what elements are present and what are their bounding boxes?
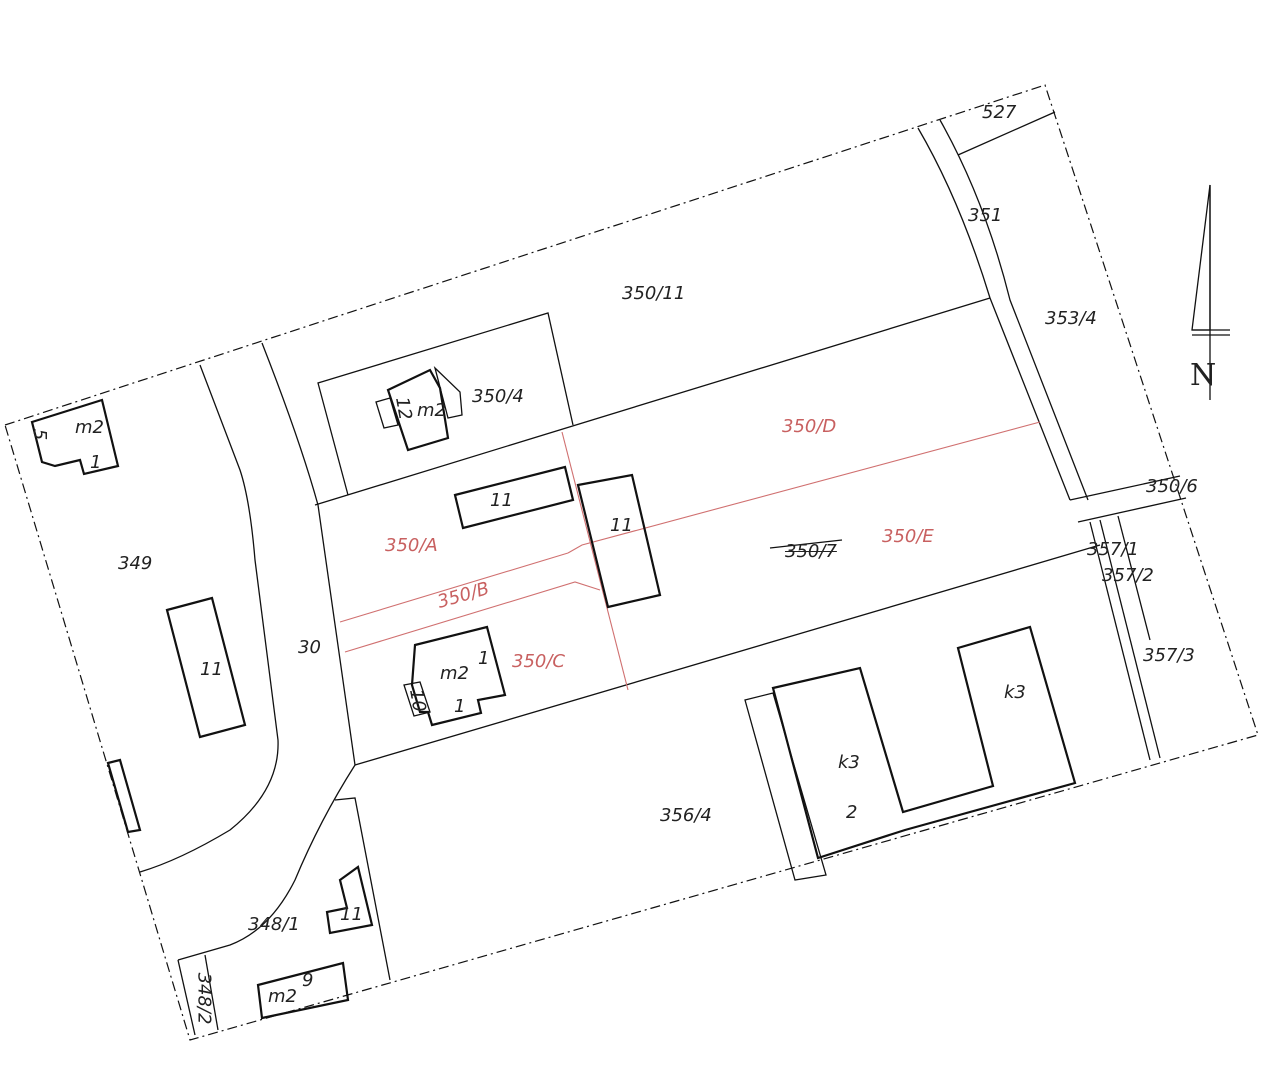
building-label: 1 bbox=[478, 648, 490, 669]
building-label: m2 bbox=[268, 986, 297, 1007]
subdivision-label: 350/D bbox=[782, 416, 837, 437]
parcel-527-line bbox=[957, 111, 1056, 156]
parcel-348-2-line bbox=[204, 954, 219, 1031]
building-label: k3 bbox=[838, 752, 860, 773]
parcel-label: 351 bbox=[968, 205, 1003, 226]
parcel-348-2-line bbox=[177, 959, 196, 1036]
building bbox=[165, 596, 247, 739]
subdivision-line bbox=[339, 552, 569, 623]
building bbox=[453, 465, 575, 530]
parcel-357-line bbox=[1089, 521, 1151, 761]
parcel-350-4 bbox=[317, 312, 574, 496]
building-annex bbox=[403, 681, 431, 717]
building-label: 1 bbox=[454, 696, 466, 717]
road-left-edge bbox=[139, 364, 279, 873]
parcel-line bbox=[314, 297, 991, 506]
building-label: 10 bbox=[405, 687, 430, 714]
building bbox=[576, 473, 662, 609]
building bbox=[256, 961, 350, 1020]
parcel-351-edge bbox=[939, 119, 1089, 501]
subdivision-label: 350/E bbox=[882, 526, 934, 547]
building-annex bbox=[744, 692, 827, 881]
parcel-348-1-line bbox=[334, 797, 391, 981]
building bbox=[386, 368, 450, 452]
road-right-edge bbox=[177, 342, 356, 961]
building-label: 11 bbox=[490, 490, 513, 511]
parcel-label: 353/4 bbox=[1045, 308, 1097, 329]
parcel-label: 350/4 bbox=[472, 386, 524, 407]
building-label: m2 bbox=[440, 663, 469, 684]
parcel-label: 357/2 bbox=[1102, 565, 1154, 586]
parcel-label: 357/1 bbox=[1087, 539, 1139, 560]
north-label: N bbox=[1190, 358, 1217, 393]
parcel-label: 356/4 bbox=[660, 805, 712, 826]
parcel-label: 527 bbox=[982, 102, 1017, 123]
building-label: 12 bbox=[391, 395, 416, 422]
building-label: 11 bbox=[200, 659, 223, 680]
parcel-label: 350/7 bbox=[785, 541, 837, 562]
subdivision-label: 350/A bbox=[385, 535, 438, 556]
building-label: 11 bbox=[610, 515, 633, 536]
strike-line bbox=[769, 539, 843, 549]
building-label: m2 bbox=[417, 400, 446, 421]
parcel-label: 349 bbox=[118, 553, 153, 574]
parcel-label: 350/6 bbox=[1146, 476, 1198, 497]
subdivision-line bbox=[344, 581, 601, 653]
building-label: 11 bbox=[340, 904, 363, 925]
building-label: 5 bbox=[29, 428, 51, 441]
building-label: m2 bbox=[75, 417, 104, 438]
parcel-label: 350/11 bbox=[622, 283, 686, 304]
building-label: 9 bbox=[302, 970, 314, 991]
subdivision-line bbox=[561, 431, 629, 691]
building-annex bbox=[375, 397, 399, 429]
building-label: 2 bbox=[846, 802, 858, 823]
outer-boundary bbox=[4, 84, 1259, 1041]
parcel-label: 348/1 bbox=[248, 914, 300, 935]
parcel-351-edge bbox=[917, 127, 1071, 501]
parcel-label: 357/3 bbox=[1143, 645, 1195, 666]
parcel-350-6-line bbox=[1077, 497, 1187, 523]
building-label: 1 bbox=[90, 452, 102, 473]
parcel-line bbox=[354, 544, 1101, 766]
parcel-350-6-line bbox=[1069, 475, 1181, 501]
parcel-label: 30 bbox=[298, 637, 321, 658]
parcel-label: 348/2 bbox=[193, 972, 215, 1025]
building bbox=[30, 398, 120, 476]
building bbox=[771, 625, 1077, 860]
subdivision-label: 350/C bbox=[512, 651, 565, 672]
parcel-357-line bbox=[1117, 515, 1151, 641]
subdivision-line bbox=[567, 421, 1041, 554]
building bbox=[410, 625, 507, 727]
building bbox=[325, 865, 374, 935]
parcel-357-line bbox=[1099, 519, 1161, 759]
north-arrow-icon bbox=[1191, 184, 1211, 331]
building-label: k3 bbox=[1004, 682, 1026, 703]
building bbox=[106, 758, 142, 834]
building-annex bbox=[433, 365, 463, 419]
